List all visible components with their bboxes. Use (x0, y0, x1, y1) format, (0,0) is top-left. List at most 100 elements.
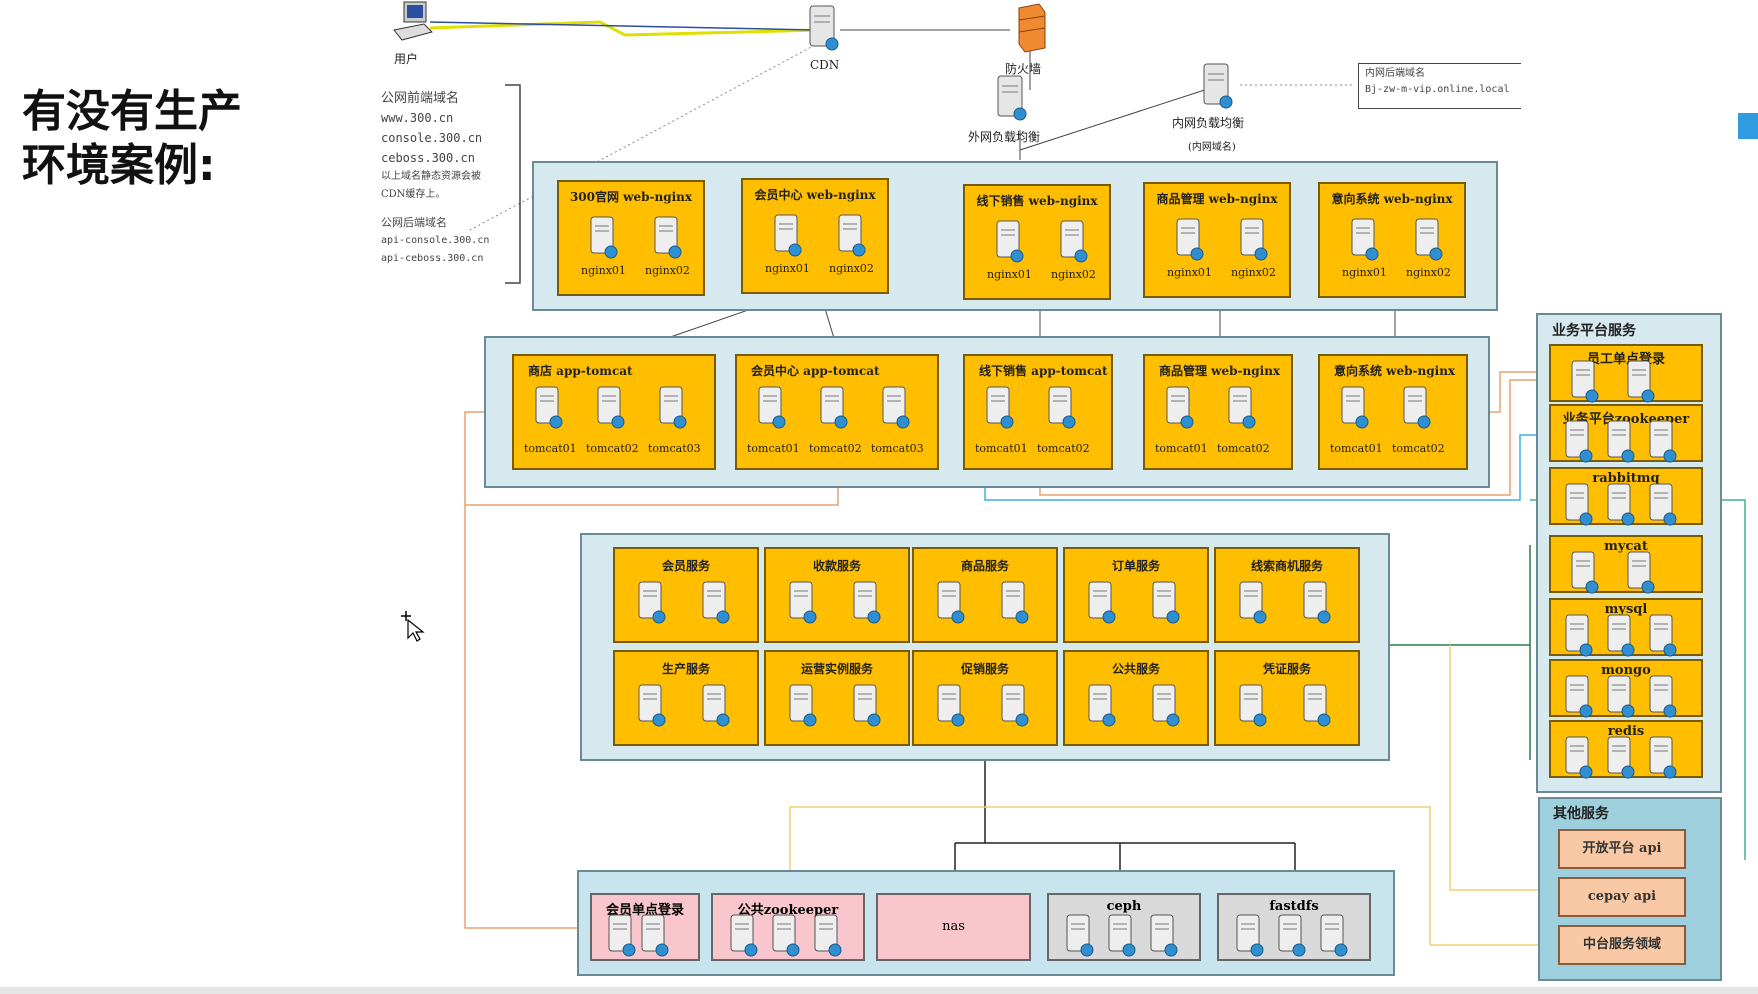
server-icon (853, 684, 881, 727)
server-name: nginx01 (987, 268, 1032, 281)
service-box: 会员服务 (613, 547, 759, 643)
server-name: nginx01 (581, 264, 626, 277)
server-icon (1565, 675, 1593, 718)
server-icon (1571, 551, 1599, 594)
server-icon (758, 386, 786, 429)
server-icon (1176, 218, 1204, 261)
platform-item-title: mysql (1604, 602, 1648, 617)
front-domain-title: 公网前端域名 (381, 91, 460, 106)
platform-item-title: mongo (1601, 663, 1651, 678)
service-title: 公共服务 (1111, 662, 1160, 676)
server-icon (641, 914, 669, 957)
service-box: 运营实例服务 (764, 650, 910, 746)
server-icon (1150, 914, 1178, 957)
server-icon (1240, 218, 1268, 261)
platform-item-title: redis (1607, 724, 1645, 739)
front-domain-3: ceboss.300.cn (381, 151, 475, 165)
service-box: 线索商机服务 (1214, 547, 1360, 643)
server-name: nginx01 (765, 262, 810, 275)
server-icon (1649, 736, 1677, 779)
server-name: tomcat01 (1330, 442, 1383, 455)
slide-title-line1: 有没有生产 (22, 86, 242, 137)
fastdfs-label: fastdfs (1269, 899, 1319, 914)
web-nginx-title: 线下销售 web-nginx (976, 194, 1098, 208)
service-title: 订单服务 (1111, 559, 1160, 573)
int-domain-note: 内网后端域名 Bj-zw-m-vip.online.local (1358, 63, 1521, 109)
server-icon (1649, 675, 1677, 718)
server-name: tomcat02 (1217, 442, 1270, 455)
server-icon (1571, 360, 1599, 403)
web-nginx-title: 会员中心 web-nginx (754, 188, 876, 202)
server-name: nginx02 (829, 262, 874, 275)
nas-label: nas (942, 919, 965, 934)
server-icon (1607, 614, 1635, 657)
cdn-label: CDN (810, 58, 840, 72)
web-nginx-box: 会员中心 web-nginx (741, 178, 889, 294)
server-name: tomcat03 (871, 442, 924, 455)
server-icon (820, 386, 848, 429)
server-icon (937, 684, 965, 727)
user-label: 用户 (394, 52, 419, 66)
server-icon (1060, 220, 1088, 263)
web-nginx-box: 意向系统 web-nginx (1318, 182, 1466, 298)
web-nginx-title: 意向系统 web-nginx (1331, 192, 1453, 206)
server-icon (1236, 914, 1264, 957)
server-icon (789, 581, 817, 624)
server-name: tomcat02 (1392, 442, 1445, 455)
service-title: 商品服务 (960, 559, 1009, 573)
server-name: nginx01 (1342, 266, 1387, 279)
server-icon (638, 581, 666, 624)
web-nginx-box: 商品管理 web-nginx (1143, 182, 1291, 298)
server-icon (1565, 483, 1593, 526)
ext-lb-label: 外网负载均衡 (968, 130, 1041, 144)
public-zookeeper-label: 公共zookeeper (737, 903, 839, 918)
server-icon (702, 581, 730, 624)
server-icon (1166, 386, 1194, 429)
scroll-indicator[interactable] (1738, 113, 1758, 139)
front-domain-1: www.300.cn (381, 111, 454, 125)
service-title: 收款服务 (812, 559, 861, 573)
server-icon (996, 220, 1024, 263)
server-icon (597, 386, 625, 429)
public-domain-notes: 公网前端域名 www.300.cn console.300.cn ceboss.… (381, 90, 521, 268)
app-tomcat-title: 意向系统 web-nginx (1334, 364, 1456, 378)
server-name: nginx02 (1406, 266, 1451, 279)
server-icon (638, 684, 666, 727)
app-tomcat-title: 线下销售 app-tomcat (979, 364, 1108, 378)
server-icon (654, 216, 682, 259)
server-icon (789, 684, 817, 727)
server-icon (1351, 218, 1379, 261)
server-icon (1278, 914, 1306, 957)
server-icon (1565, 736, 1593, 779)
server-name: nginx02 (1231, 266, 1276, 279)
web-nginx-title: 300官网 web-nginx (569, 190, 693, 204)
server-icon (1088, 581, 1116, 624)
server-icon (1565, 614, 1593, 657)
other-services-title: 其他服务 (1553, 806, 1609, 822)
server-name: tomcat01 (1155, 442, 1208, 455)
int-lb-label: 内网负载均衡 (1172, 116, 1245, 130)
server-name: tomcat02 (809, 442, 862, 455)
firewall-icon (1018, 3, 1046, 53)
ceph-label: ceph (1106, 899, 1142, 914)
server-icon (1239, 581, 1267, 624)
server-icon (1627, 551, 1655, 594)
int-lb-server-icon (1203, 63, 1233, 109)
front-domain-note-2: CDN缓存上。 (381, 189, 446, 200)
user-computer-icon (393, 1, 433, 41)
server-icon (1565, 420, 1593, 463)
platform-item-title: rabbitmq (1592, 471, 1660, 486)
service-box: 生产服务 (613, 650, 759, 746)
server-icon (1048, 386, 1076, 429)
server-icon (659, 386, 687, 429)
other-service-item: 中台服务领域 (1558, 925, 1686, 965)
other-service-item: cepay api (1558, 877, 1686, 917)
front-domain-note-1: 以上域名静态资源会被 (381, 171, 481, 182)
bottom-status-bar (0, 987, 1758, 994)
service-title: 促销服务 (960, 662, 1009, 676)
server-icon (1607, 736, 1635, 779)
server-icon (1303, 581, 1331, 624)
cdn-server-icon (809, 5, 839, 51)
server-name: tomcat03 (648, 442, 701, 455)
platform-item-title: mycat (1604, 539, 1648, 554)
